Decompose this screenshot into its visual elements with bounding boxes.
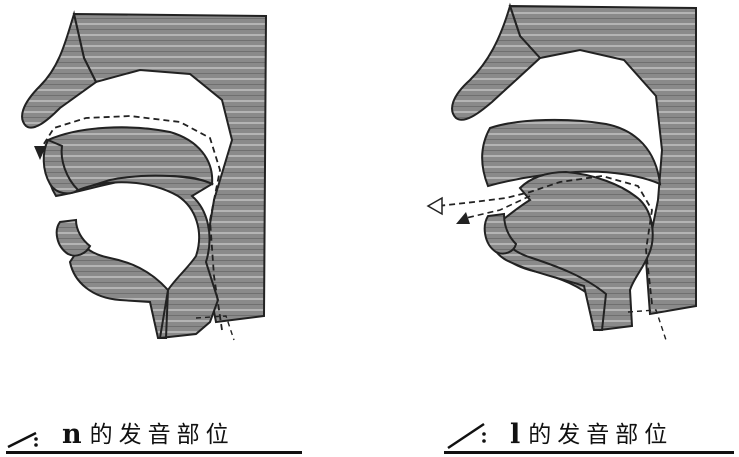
caption-underline <box>6 451 302 454</box>
caption-l: l 的发音部位 <box>510 410 673 450</box>
tongue-jaw <box>496 172 653 330</box>
caption-n: n 的发音部位 <box>62 410 235 450</box>
caption-letter: n <box>62 420 82 450</box>
caption-text: 的发音部位 <box>528 420 673 450</box>
airflow-arrow <box>428 198 442 214</box>
caption-letter: l <box>510 420 520 450</box>
airflow-arrow-lower <box>456 212 470 224</box>
caption-text: 的发音部位 <box>90 420 235 450</box>
figure-l: l 的发音部位 <box>370 0 739 457</box>
lower-lip <box>57 220 90 256</box>
caption-underline <box>444 451 734 454</box>
vocal-tract-diagram-n <box>0 0 369 457</box>
figure-n: n 的发音部位 <box>0 0 369 457</box>
tongue-jaw <box>59 176 218 338</box>
vocal-tract-diagram-l <box>370 0 739 457</box>
